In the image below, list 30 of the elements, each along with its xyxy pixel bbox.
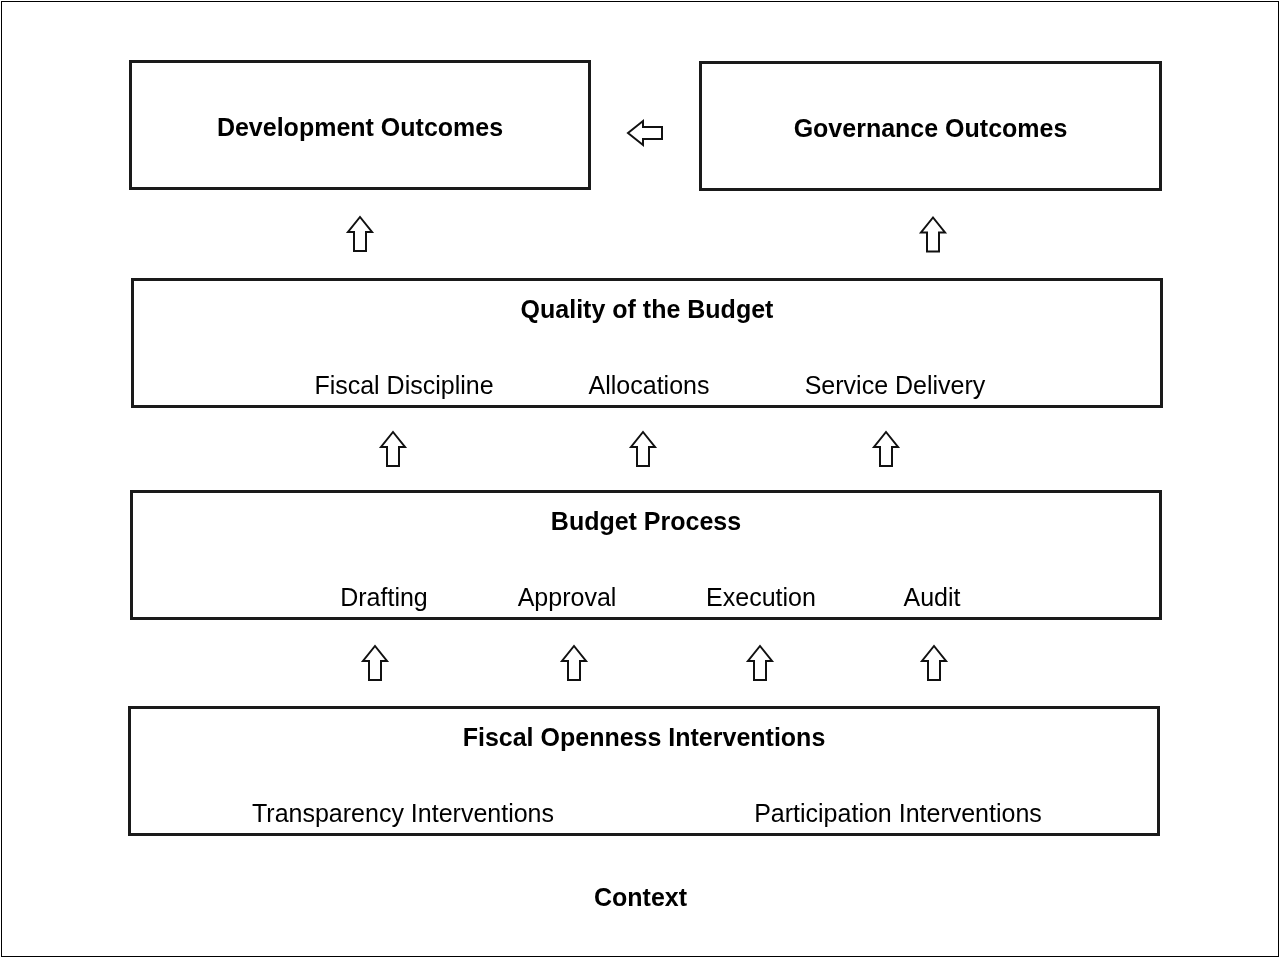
hollow-arrow (626, 118, 663, 148)
sub-item-label: Participation Interventions (754, 801, 1042, 826)
sub-item-label: Audit (903, 585, 961, 610)
hollow-arrow (559, 644, 589, 681)
process-box (130, 490, 1162, 620)
sub-item-label: Transparency Interventions (252, 801, 554, 826)
sub-item-label: Allocations (588, 373, 710, 398)
hollow-arrow (628, 430, 658, 467)
sub-item-label: Fiscal Discipline (314, 373, 494, 398)
hollow-arrow (919, 644, 949, 681)
context-label: Context (592, 885, 689, 910)
box-heading: Fiscal Openness Interventions (461, 725, 827, 750)
process-box (128, 706, 1160, 836)
hollow-arrow (745, 644, 775, 681)
box-heading: Quality of the Budget (519, 297, 775, 322)
process-box (699, 61, 1162, 191)
process-box (129, 60, 591, 190)
process-box (131, 278, 1163, 408)
hollow-arrow (918, 215, 948, 253)
hollow-arrow (378, 430, 408, 467)
sub-item-label: Service Delivery (804, 373, 986, 398)
hollow-arrow (360, 644, 390, 681)
sub-item-label: Approval (517, 585, 617, 610)
box-heading: Governance Outcomes (792, 116, 1069, 141)
box-heading: Development Outcomes (215, 115, 505, 140)
sub-item-label: Drafting (340, 585, 428, 610)
sub-item-label: Execution (706, 585, 816, 610)
hollow-arrow (345, 215, 375, 252)
box-heading: Budget Process (549, 509, 743, 534)
hollow-arrow (871, 430, 901, 467)
